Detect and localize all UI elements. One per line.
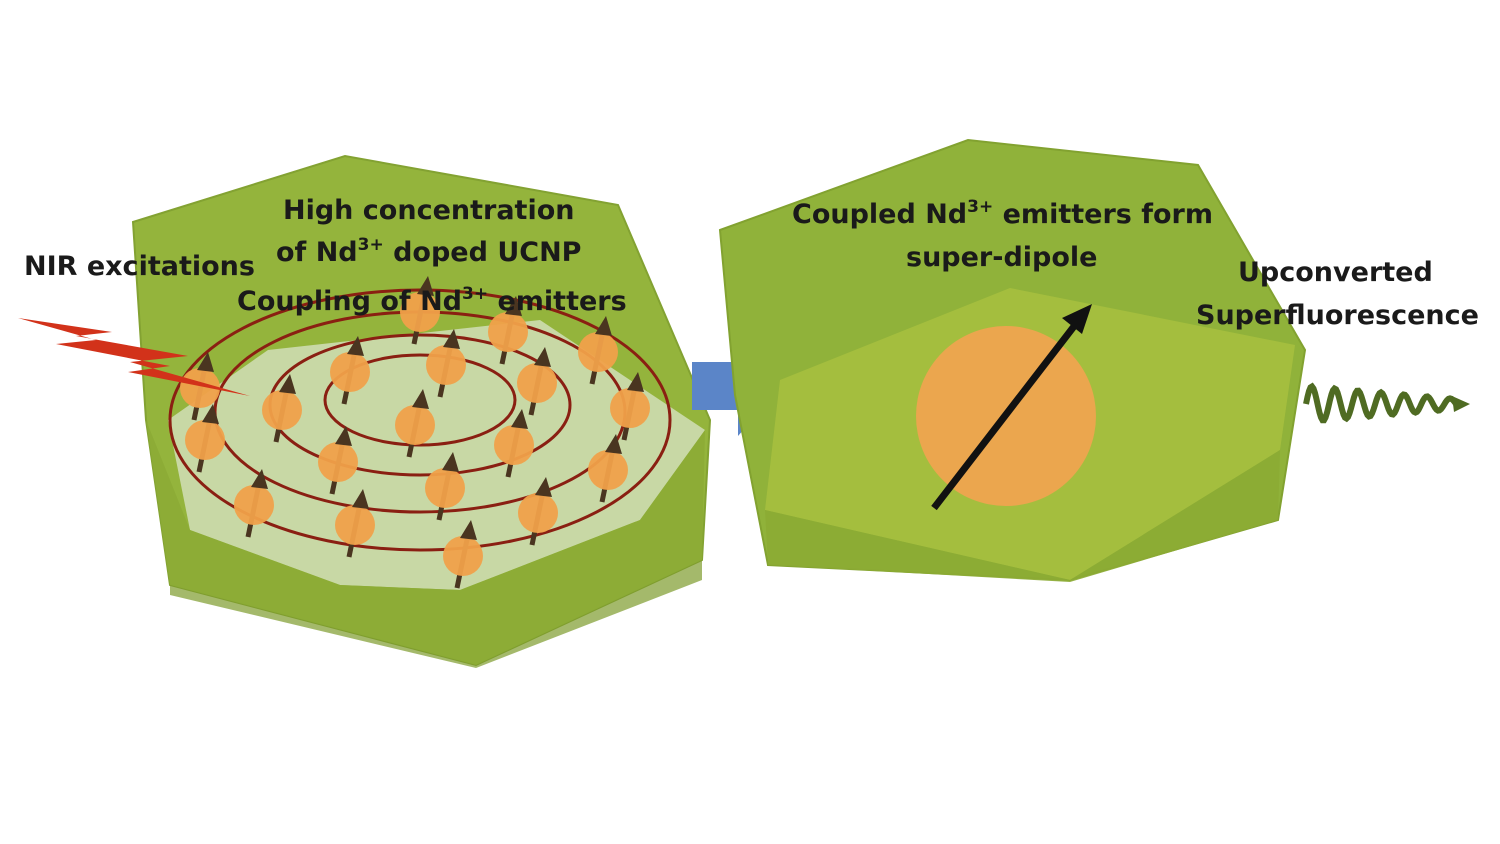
emitter-spin-head xyxy=(442,452,459,472)
nd-emitter xyxy=(330,352,370,392)
emitter-spin-head xyxy=(412,389,429,409)
nd-emitter xyxy=(517,363,557,403)
dipole-arrow xyxy=(931,322,1078,511)
nd-emitter xyxy=(395,405,435,445)
nd-emitter xyxy=(185,420,225,460)
nd-emitter xyxy=(588,450,628,490)
emitter-spin-head xyxy=(197,352,214,372)
dipole-arrowhead xyxy=(1062,304,1092,334)
left-caption-line2: of Nd3+ doped UCNP xyxy=(276,235,582,268)
nd-emitters xyxy=(180,276,650,589)
emitter-spin-head xyxy=(460,520,477,540)
left-crystal xyxy=(131,154,712,668)
nd-emitter xyxy=(180,368,220,408)
emitter-spin-head xyxy=(511,409,528,429)
right-crystal xyxy=(718,138,1307,582)
left-caption-line1: High concentration xyxy=(283,195,575,226)
emitter-spin-head xyxy=(279,374,296,394)
nd-emitter xyxy=(610,388,650,428)
output-wave-arrowhead xyxy=(1452,396,1470,412)
left-crystal-bottom xyxy=(146,420,705,665)
emitter-spin-head xyxy=(505,296,522,316)
emitter-spin-head xyxy=(202,404,219,424)
right-caption-line1: Coupled Nd3+ emitters form xyxy=(792,197,1213,230)
left-caption-line3: Coupling of Nd3+ emitters xyxy=(237,284,627,317)
output-label-line2: Superfluorescence xyxy=(1196,300,1479,331)
nir-excitations-label: NIR excitations xyxy=(24,251,255,282)
nd-emitter xyxy=(400,292,440,332)
emitter-spin-head xyxy=(417,276,434,296)
emitter-spin-head xyxy=(534,347,551,367)
nd-emitter xyxy=(318,442,358,482)
emitter-spin-head xyxy=(347,336,364,356)
output-wave xyxy=(1303,382,1462,424)
output-label-line1: Upconverted xyxy=(1238,257,1433,288)
emitter-spin-head xyxy=(352,489,369,509)
nd-emitter xyxy=(426,345,466,385)
nd-emitter xyxy=(425,468,465,508)
nd-emitter xyxy=(443,536,483,576)
emitter-spin-head xyxy=(251,469,268,489)
right-caption-line2: super-dipole xyxy=(906,242,1098,273)
nir-excitation-bolt xyxy=(18,318,250,396)
nd-emitter xyxy=(234,485,274,525)
emitter-spin-head xyxy=(535,477,552,497)
nd-emitter xyxy=(335,505,375,545)
nd-emitter xyxy=(578,332,618,372)
emitter-spin-head xyxy=(335,426,352,446)
emitter-spin-head xyxy=(627,372,644,392)
nd-emitter xyxy=(518,493,558,533)
emitter-spin-head xyxy=(605,434,622,454)
nd-emitter xyxy=(262,390,302,430)
emitter-spin-head xyxy=(595,316,612,336)
nd-emitter xyxy=(494,425,534,465)
nd-emitter xyxy=(488,312,528,352)
emitter-spin-head xyxy=(443,329,460,349)
